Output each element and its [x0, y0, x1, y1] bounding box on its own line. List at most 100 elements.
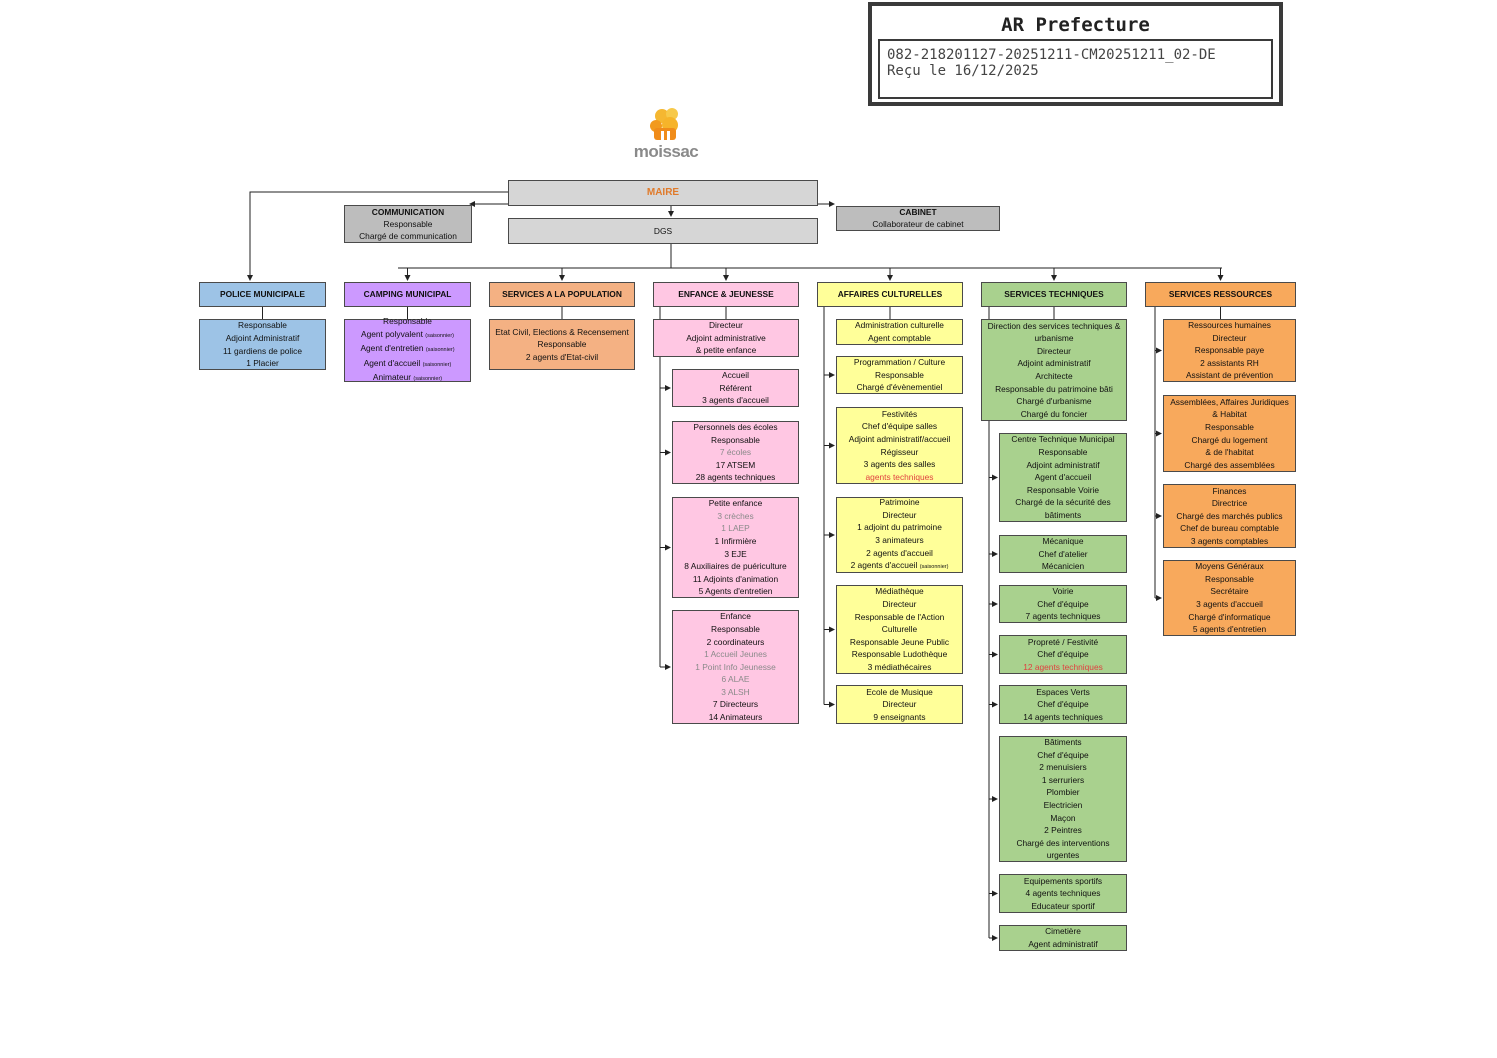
department-header-police: POLICE MUNICIPALE — [199, 282, 326, 307]
unit-line: Chargé des marchés publics — [1176, 510, 1283, 521]
unit-line: Chef d'atelier — [1038, 548, 1088, 559]
unit-line: Architecte — [1035, 371, 1073, 381]
ar-prefecture-stamp: AR Prefecture 082-218201127-20251211-CM2… — [868, 2, 1283, 106]
unit-line: 7 Directeurs — [712, 699, 759, 710]
unit-line: Chef de bureau comptable — [1180, 523, 1279, 534]
unit-line: Responsable du patrimoine bâti — [995, 383, 1113, 394]
unit-line: Chargé de la sécurité des — [1015, 497, 1111, 508]
unit-box-ressources: Assemblées, Affaires Juridiques& Habitat… — [1163, 395, 1296, 472]
unit-line: 3 EJE — [724, 548, 747, 559]
unit-line: 17 ATSEM — [715, 459, 756, 470]
unit-line: Directeur — [882, 699, 917, 710]
unit-line: 11 Adjoints d'animation — [692, 573, 779, 584]
cabinet-line: Collaborateur de cabinet — [872, 218, 964, 229]
unit-line: Agent polyvalent (saisonnier) — [361, 328, 454, 339]
unit-line: Responsable Voirie — [1026, 484, 1100, 495]
seasonal-note: (saisonnier) — [425, 332, 454, 339]
unit-line: Responsable — [537, 339, 587, 350]
unit-title: Moyens Généraux — [1195, 561, 1264, 572]
unit-title: Cimetière — [1045, 926, 1081, 937]
unit-line: 1 Placier — [246, 358, 279, 369]
unit-line: agents techniques — [865, 471, 934, 482]
department-title: CAMPING MUNICIPAL — [363, 289, 452, 300]
unit-title: Petite enfance — [708, 498, 763, 509]
unit-line: 3 crèches — [717, 510, 754, 521]
dgs-box: DGS — [508, 218, 818, 244]
department-header-techniques: SERVICES TECHNIQUES — [981, 282, 1127, 307]
unit-line: 7 agents techniques — [1025, 611, 1101, 622]
department-header-ressources: SERVICES RESSOURCES — [1145, 282, 1296, 307]
department-header-population: SERVICES A LA POPULATION — [489, 282, 635, 307]
unit-line: 6 ALAE — [721, 674, 750, 685]
unit-line: Responsable — [1205, 573, 1254, 584]
unit-line: 5 Agents d'entretien — [698, 586, 773, 597]
cabinet-box: CABINET Collaborateur de cabinet — [836, 206, 1000, 231]
unit-line: 3 agents des salles — [863, 459, 936, 470]
unit-line: Agent d'accueil (saisonnier) — [363, 357, 452, 368]
unit-line: Chef d'équipe salles — [861, 421, 938, 432]
unit-line: 8 Auxiliaires de puériculture — [684, 561, 787, 572]
unit-line: Référent — [719, 382, 752, 393]
unit-line: 4 agents techniques — [1025, 888, 1101, 899]
unit-title: Bâtiments — [1044, 737, 1082, 748]
unit-line: bâtiments — [1044, 509, 1082, 520]
unit-line: Chargé d'évènementiel — [856, 382, 943, 393]
unit-line: Mécanicien — [1041, 561, 1085, 572]
communication-line: Responsable — [383, 219, 433, 229]
unit-title: Propreté / Festivité — [1027, 636, 1099, 647]
unit-line: 5 agents d'entretien — [1192, 624, 1267, 635]
department-title: SERVICES TECHNIQUES — [1004, 289, 1104, 300]
unit-line: Adjoint administratif — [1017, 358, 1091, 369]
stamp-received-date: Reçu le 16/12/2025 — [887, 63, 1039, 79]
department-title: SERVICES A LA POPULATION — [502, 289, 622, 300]
unit-line: & de l'habitat — [1205, 447, 1254, 458]
seasonal-note: (saisonnier) — [425, 347, 455, 354]
unit-line: 1 Point Info Jeunesse — [695, 661, 776, 672]
unit-line: Chargé des assemblées — [1184, 459, 1275, 470]
unit-line: Directeur — [1037, 345, 1071, 356]
unit-title: Responsable — [383, 316, 432, 327]
unit-line: Chef d'équipe — [1037, 699, 1089, 710]
unit-title: Finances — [1212, 485, 1247, 496]
unit-line: Chargé des interventions — [1016, 837, 1110, 848]
unit-line: 1 Infirmière — [714, 535, 757, 546]
unit-line: 7 écoles — [719, 447, 752, 458]
unit-line: 9 enseignants — [873, 711, 926, 722]
moissac-logo: moissac — [626, 106, 706, 164]
unit-line: Adjoint administrative — [686, 332, 766, 343]
unit-line: 3 animateurs — [875, 535, 924, 545]
unit-line: Chargé du logement — [1191, 434, 1268, 445]
unit-line: Electricien — [1043, 800, 1083, 810]
maire-box: MAIRE — [508, 180, 818, 206]
unit-line: 1 Accueil Jeunes — [704, 649, 767, 660]
unit-title: Programmation / Culture — [853, 357, 946, 368]
unit-line: Adjoint administratif — [1026, 459, 1100, 470]
seasonal-note: (saisonnier) — [422, 361, 452, 368]
unit-line: Responsable — [875, 369, 924, 380]
department-title: POLICE MUNICIPALE — [220, 289, 305, 300]
unit-title: Direction des services techniques & — [987, 320, 1121, 331]
unit-title: Festivités — [881, 408, 918, 419]
unit-line: 1 LAEP — [721, 523, 750, 534]
unit-line: Agent administratif — [1028, 939, 1098, 949]
unit-line: 2 menuisiers — [1039, 762, 1087, 773]
unit-title: Responsable — [238, 320, 287, 331]
unit-title: Espaces Verts — [1036, 686, 1090, 697]
unit-title: Voirie — [1052, 586, 1074, 597]
unit-line: 3 médiathécaires — [867, 661, 932, 672]
unit-line: 2 agents d'accueil — [866, 547, 933, 558]
unit-line: Agent comptable — [868, 333, 931, 343]
unit-line: 2 agents d'accueil (saisonnier) — [850, 560, 949, 571]
